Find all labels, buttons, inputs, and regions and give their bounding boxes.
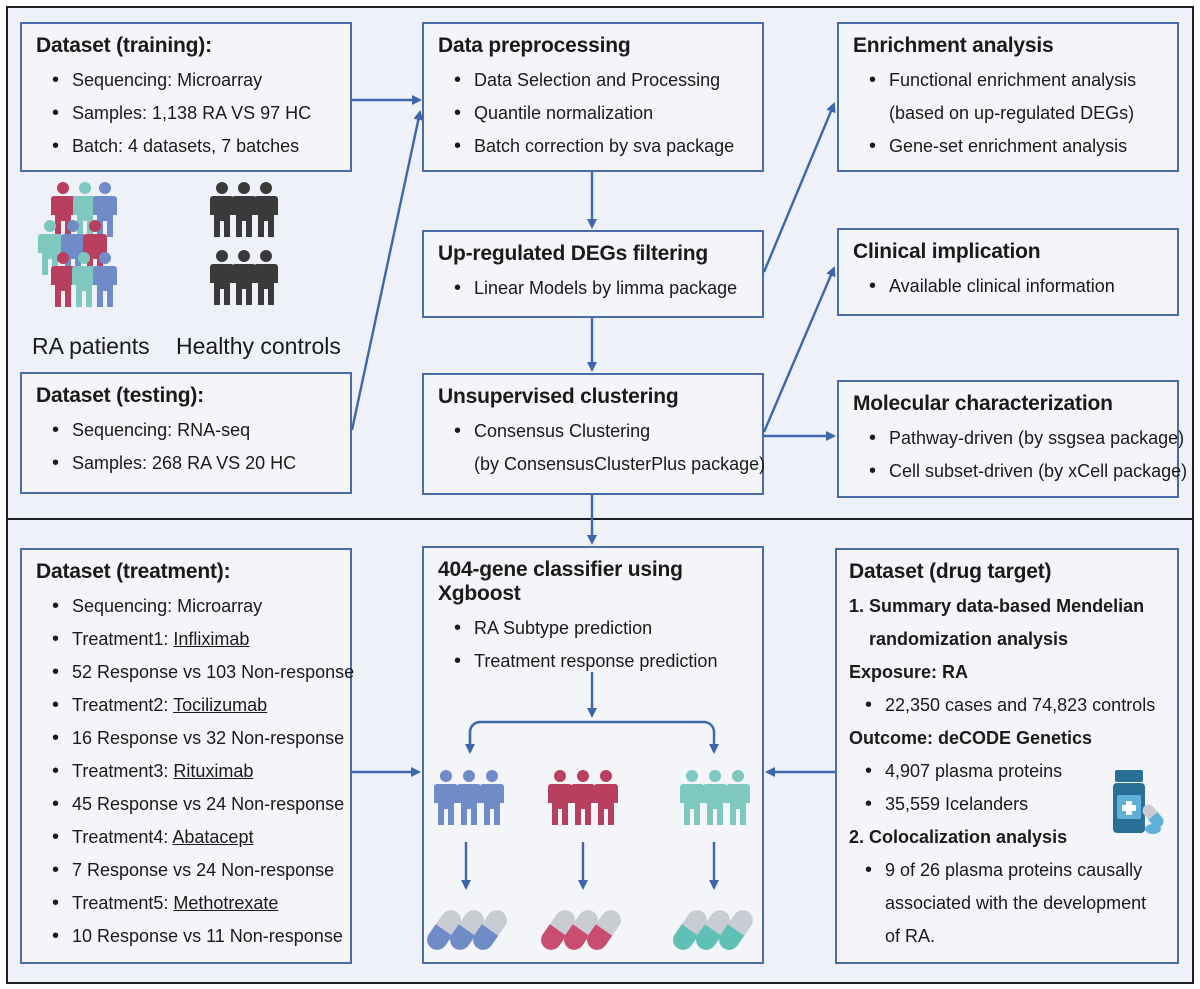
outcome-heading: Outcome: deCODE Genetics — [849, 728, 1093, 748]
drug-name: Infliximab — [173, 629, 250, 649]
exposure-item: 22,350 cases and 74,823 controls — [865, 689, 1163, 722]
coloc-item: associated with the development — [885, 893, 1147, 913]
enrichment-item: Gene-set enrichment analysis — [869, 130, 1163, 163]
subtype-crimson-group-icon — [548, 770, 618, 825]
drug-target-box: Dataset (drug target) 1. Summary data-ba… — [835, 548, 1179, 964]
medicine-bottle-icon — [1113, 770, 1164, 834]
treatment-item: 52 Response vs 103 Non-response — [52, 656, 354, 689]
drug-name: Tocilizumab — [173, 695, 268, 715]
preprocessing-item: Data Selection and Processing — [454, 64, 748, 97]
treatment-item: Treatment5: Methotrexate — [52, 887, 336, 920]
classifier-box: 404-gene classifier using Xgboost RA Sub… — [422, 546, 764, 964]
data-preprocessing-box: Data preprocessing Data Selection and Pr… — [422, 22, 764, 172]
treatment-item: 16 Response vs 32 Non-response — [52, 722, 344, 755]
clinical-implication-box: Clinical implication Available clinical … — [837, 228, 1179, 316]
degs-item: Linear Models by limma package — [454, 272, 748, 305]
testing-dataset-title: Dataset (testing): — [36, 384, 204, 407]
enrichment-analysis-box: Enrichment analysis Functional enrichmen… — [837, 22, 1179, 172]
preprocessing-item: Batch correction by sva package — [454, 130, 748, 163]
treatment-item: Treatment2: Tocilizumab — [52, 689, 336, 722]
exposure-heading: Exposure: RA — [849, 662, 969, 682]
preprocessing-item: Quantile normalization — [454, 97, 748, 130]
outcome-item: 35,559 Icelanders — [865, 788, 1163, 821]
ra-patients-label: RA patients — [32, 333, 150, 359]
testing-dataset-box: Dataset (testing): Sequencing: RNA-seq S… — [20, 372, 352, 494]
drug-target-title: Dataset (drug target) — [849, 560, 1052, 583]
degs-filtering-title: Up-regulated DEGs filtering — [438, 242, 708, 265]
subtype-blue-group-icon — [434, 770, 504, 825]
arrow-degs-to-enrichment — [762, 102, 836, 273]
treatment-label: Treatment3: — [72, 761, 174, 781]
ra-patients-icon — [38, 182, 117, 307]
training-item: Samples: 1,138 RA VS 97 HC — [52, 97, 336, 130]
arrow-branch-left — [465, 720, 481, 754]
data-preprocessing-title: Data preprocessing — [438, 34, 631, 57]
treatment-dataset-box: Dataset (treatment): Sequencing: Microar… — [20, 548, 354, 964]
drug-name: Rituximab — [173, 761, 254, 781]
training-dataset-title: Dataset (training): — [36, 34, 212, 57]
coloc-heading: 2. Colocalization analysis — [849, 827, 1068, 847]
molecular-item: Cell subset-driven (by xCell package) — [869, 455, 1187, 488]
clinical-item: Available clinical information — [869, 270, 1163, 303]
classifier-title: 404-gene classifier using Xgboost — [438, 558, 683, 605]
training-dataset-box: Dataset (training): Sequencing: Microarr… — [20, 22, 352, 172]
healthy-controls-label: Healthy controls — [176, 333, 341, 359]
coloc-item: of RA. — [885, 926, 936, 946]
treatment-item: Sequencing: Microarray — [52, 590, 336, 623]
testing-item: Samples: 268 RA VS 20 HC — [52, 447, 336, 480]
unsupervised-clustering-title: Unsupervised clustering — [438, 385, 679, 408]
molecular-item: Pathway-driven (by ssgsea package) — [869, 422, 1184, 455]
arrow-clustering-to-clinical — [762, 266, 836, 433]
treatment-label: Treatment2: — [72, 695, 174, 715]
degs-filtering-box: Up-regulated DEGs filtering Linear Model… — [422, 230, 764, 318]
mr-heading-cont: randomization analysis — [869, 629, 1069, 649]
arrow-testing-to-preprocessing — [350, 110, 424, 431]
training-item: Sequencing: Microarray — [52, 64, 336, 97]
enrichment-item: (based on up-regulated DEGs) — [889, 103, 1135, 123]
subtype-teal-group-icon — [680, 770, 750, 825]
healthy-controls-icon — [210, 182, 278, 305]
treatment-item: 45 Response vs 24 Non-response — [52, 788, 344, 821]
classifier-item: RA Subtype prediction — [454, 612, 748, 645]
treatment-label: Treatment1: — [72, 629, 174, 649]
treatment-label: Treatment5: — [72, 893, 174, 913]
pills-blue-icon — [427, 910, 507, 950]
clustering-item: (by ConsensusClusterPlus package) — [474, 454, 766, 474]
enrichment-item: Functional enrichment analysis — [869, 64, 1163, 97]
molecular-characterization-box: Molecular characterization Pathway-drive… — [837, 380, 1187, 498]
treatment-dataset-title: Dataset (treatment): — [36, 560, 231, 583]
clustering-item: Consensus Clustering — [454, 415, 748, 448]
drug-name: Abatacept — [172, 827, 254, 847]
treatment-item: 10 Response vs 11 Non-response — [52, 920, 343, 953]
treatment-item: Treatment1: Infliximab — [52, 623, 336, 656]
outcome-item: 4,907 plasma proteins — [865, 755, 1163, 788]
training-item: Batch: 4 datasets, 7 batches — [52, 130, 336, 163]
unsupervised-clustering-box: Unsupervised clustering Consensus Cluste… — [422, 373, 766, 495]
testing-item: Sequencing: RNA-seq — [52, 414, 336, 447]
pills-crimson-icon — [541, 910, 621, 950]
treatment-item: Treatment3: Rituximab — [52, 755, 336, 788]
pills-teal-icon — [673, 910, 753, 950]
treatment-item: Treatment4: Abatacept — [52, 821, 336, 854]
coloc-item: 9 of 26 plasma proteins causally — [865, 854, 1163, 887]
molecular-characterization-title: Molecular characterization — [853, 392, 1113, 415]
drug-name: Methotrexate — [173, 893, 279, 913]
enrichment-analysis-title: Enrichment analysis — [853, 34, 1054, 57]
classifier-item: Treatment response prediction — [454, 645, 748, 678]
clinical-implication-title: Clinical implication — [853, 240, 1041, 263]
treatment-label: Treatment4: — [72, 827, 173, 847]
arrow-branch-right — [468, 720, 719, 754]
treatment-item: 7 Response vs 24 Non-response — [52, 854, 336, 887]
mr-heading: 1. Summary data-based Mendelian — [849, 596, 1145, 616]
